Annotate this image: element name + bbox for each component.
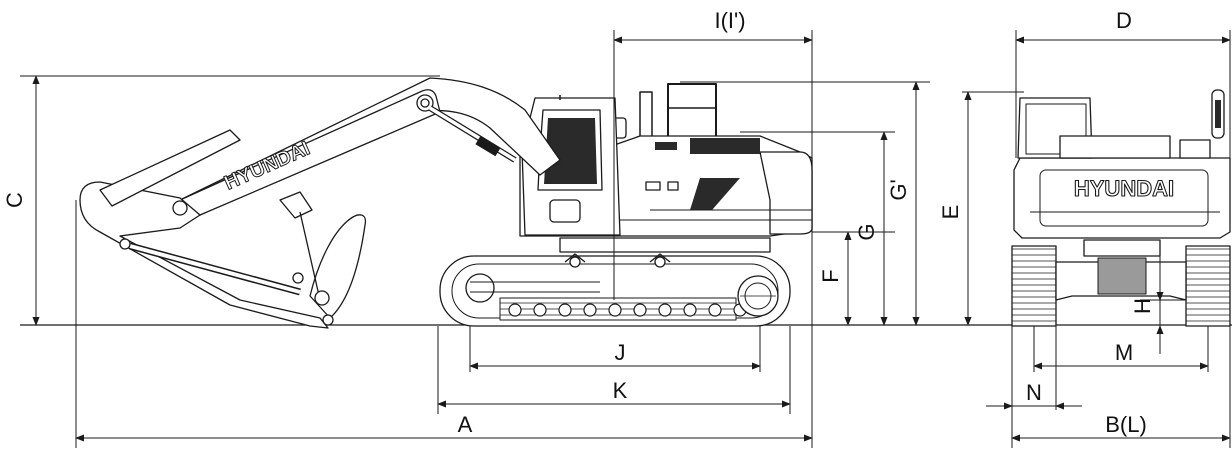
- dimension-lines: [20, 30, 1231, 448]
- dim-label-k: K: [613, 378, 628, 403]
- operator-cab: [521, 95, 621, 236]
- boom-arm: [179, 77, 561, 216]
- dim-label-g: G: [854, 223, 879, 240]
- bucket: [279, 191, 367, 326]
- dim-label-b-l: B(L): [1105, 412, 1147, 437]
- front-brand-logo: HYUNDAI: [1074, 176, 1174, 201]
- track-assembly: [439, 253, 791, 327]
- side-view-excavator: HYUNDAI: [79, 77, 813, 329]
- dim-label-h: H: [1130, 298, 1155, 314]
- front-view-excavator: HYUNDAI: [1011, 89, 1231, 327]
- dim-label-n: N: [1026, 380, 1042, 405]
- dim-label-a: A: [458, 412, 473, 437]
- swing-ring: [559, 237, 771, 253]
- idler-wheel: [465, 273, 495, 303]
- dimension-labels: A K J I(I') C F G G' E D B(L) M N H: [2, 8, 1155, 437]
- front-body: [1013, 157, 1231, 239]
- dim-label-g-prime: G': [886, 179, 911, 200]
- dim-label-j: J: [615, 340, 626, 365]
- dim-label-e: E: [938, 205, 963, 220]
- dim-label-m: M: [1115, 340, 1133, 365]
- front-right-track: [1185, 245, 1231, 327]
- dim-label-f: F: [818, 269, 843, 282]
- stick-arm: [79, 129, 329, 329]
- dim-label-i: I(I'): [714, 8, 745, 33]
- front-left-track: [1011, 245, 1057, 327]
- dim-label-d: D: [1116, 8, 1132, 33]
- dim-label-c: C: [2, 192, 27, 208]
